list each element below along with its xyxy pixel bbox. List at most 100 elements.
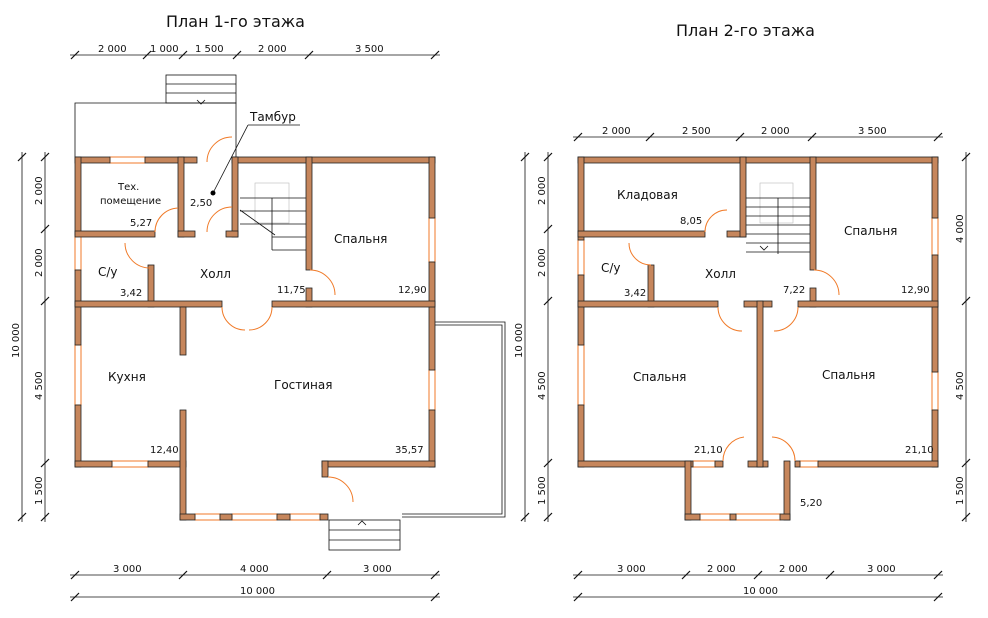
wall xyxy=(577,156,585,241)
dim-tick xyxy=(232,50,242,60)
window xyxy=(111,460,149,468)
window xyxy=(931,217,939,256)
dim-tick xyxy=(70,592,80,602)
wall xyxy=(305,156,313,271)
wall xyxy=(809,156,817,271)
plan-1: План 1-го этажа 2 000 1 000 1 500 2 000 … xyxy=(11,12,506,598)
dim-tick xyxy=(543,224,553,234)
dim-tick xyxy=(17,152,27,162)
room-area: 12,40 xyxy=(150,445,179,456)
dim-tick xyxy=(543,512,553,522)
dim: 3 500 xyxy=(355,44,384,55)
dim: 3 000 xyxy=(113,564,142,575)
room-name: С/у xyxy=(601,261,621,275)
dim-tick xyxy=(430,592,440,602)
dim-tick xyxy=(933,132,943,142)
dim: 1 000 xyxy=(150,44,179,55)
dim-tick xyxy=(933,592,943,602)
wall xyxy=(321,460,436,468)
dim-tick xyxy=(40,224,50,234)
wall xyxy=(321,460,329,478)
dim-tick xyxy=(543,152,553,162)
wall xyxy=(74,230,156,238)
dim: 4 500 xyxy=(34,371,45,400)
dim: 2 000 xyxy=(258,44,287,55)
wall xyxy=(276,513,291,521)
room-name: Спальня xyxy=(334,232,387,246)
dim-tick xyxy=(178,50,188,60)
doors xyxy=(124,136,354,503)
wall xyxy=(319,513,329,521)
dim-tick xyxy=(430,50,440,60)
wall xyxy=(684,513,701,521)
wall xyxy=(817,460,939,468)
dim: 4 000 xyxy=(240,564,269,575)
room-name: помещение xyxy=(100,196,161,207)
room-name: Спальня xyxy=(822,368,875,382)
wall xyxy=(931,156,939,219)
dim: 2 000 xyxy=(602,126,631,137)
room-area: 8,05 xyxy=(680,216,702,227)
dim-tick xyxy=(961,512,971,522)
callout-dot xyxy=(210,190,216,196)
dim: 2 000 xyxy=(34,176,45,205)
dim-tick xyxy=(520,512,530,522)
dim: 2 500 xyxy=(682,126,711,137)
room-labels: Тех. помещение 5,27 2,50 Спальня 12,90 С… xyxy=(98,182,427,456)
dim-tick xyxy=(304,50,314,60)
dim-tick xyxy=(40,458,50,468)
wall xyxy=(739,156,747,238)
dim-tick xyxy=(543,458,553,468)
room-area: 12,90 xyxy=(901,285,930,296)
dim-tick xyxy=(753,570,763,580)
dim: 3 500 xyxy=(858,126,887,137)
wall xyxy=(179,513,196,521)
dim-tick xyxy=(543,296,553,306)
dim: 2 000 xyxy=(761,126,790,137)
wall xyxy=(931,254,939,373)
plan-1-dim-top: 2 000 1 000 1 500 2 000 3 500 xyxy=(70,44,440,56)
staircase xyxy=(746,182,810,254)
wall xyxy=(231,156,436,164)
dim: 1 500 xyxy=(955,476,966,505)
dim-tick xyxy=(807,132,817,142)
wall xyxy=(428,261,436,371)
dim-tick xyxy=(520,152,530,162)
wall xyxy=(179,409,187,521)
window xyxy=(74,344,82,406)
dim: 2 000 xyxy=(34,248,45,277)
entrance-porch xyxy=(74,74,237,157)
dim-tick xyxy=(735,132,745,142)
doors xyxy=(628,209,840,462)
room-area: 7,22 xyxy=(783,285,805,296)
dim-tick xyxy=(961,458,971,468)
dim: 2 000 xyxy=(537,248,548,277)
dim: 1 500 xyxy=(34,476,45,505)
dim: 4 500 xyxy=(955,371,966,400)
plan-2-dim-right: 4 000 4 500 1 500 xyxy=(955,152,967,522)
staircase xyxy=(239,182,306,251)
wall xyxy=(577,300,719,308)
plan-1-dim-left: 2 000 2 000 4 500 1 500 10 000 xyxy=(11,152,46,522)
dim: 3 000 xyxy=(363,564,392,575)
dim-tick xyxy=(933,570,943,580)
wall xyxy=(74,269,82,346)
wall xyxy=(729,513,737,521)
dim-total: 10 000 xyxy=(11,323,22,358)
window xyxy=(231,513,278,521)
window xyxy=(428,217,436,263)
window xyxy=(194,513,221,521)
window xyxy=(289,513,321,521)
wall xyxy=(577,404,585,468)
dim-tick xyxy=(430,570,440,580)
room-name: Гостиная xyxy=(274,378,332,392)
dim-tick xyxy=(70,50,80,60)
dim-total: 10 000 xyxy=(240,586,275,597)
dim: 1 500 xyxy=(195,44,224,55)
wall xyxy=(779,513,791,521)
wall xyxy=(577,156,939,164)
wall xyxy=(74,300,223,308)
dim-tick xyxy=(645,132,655,142)
